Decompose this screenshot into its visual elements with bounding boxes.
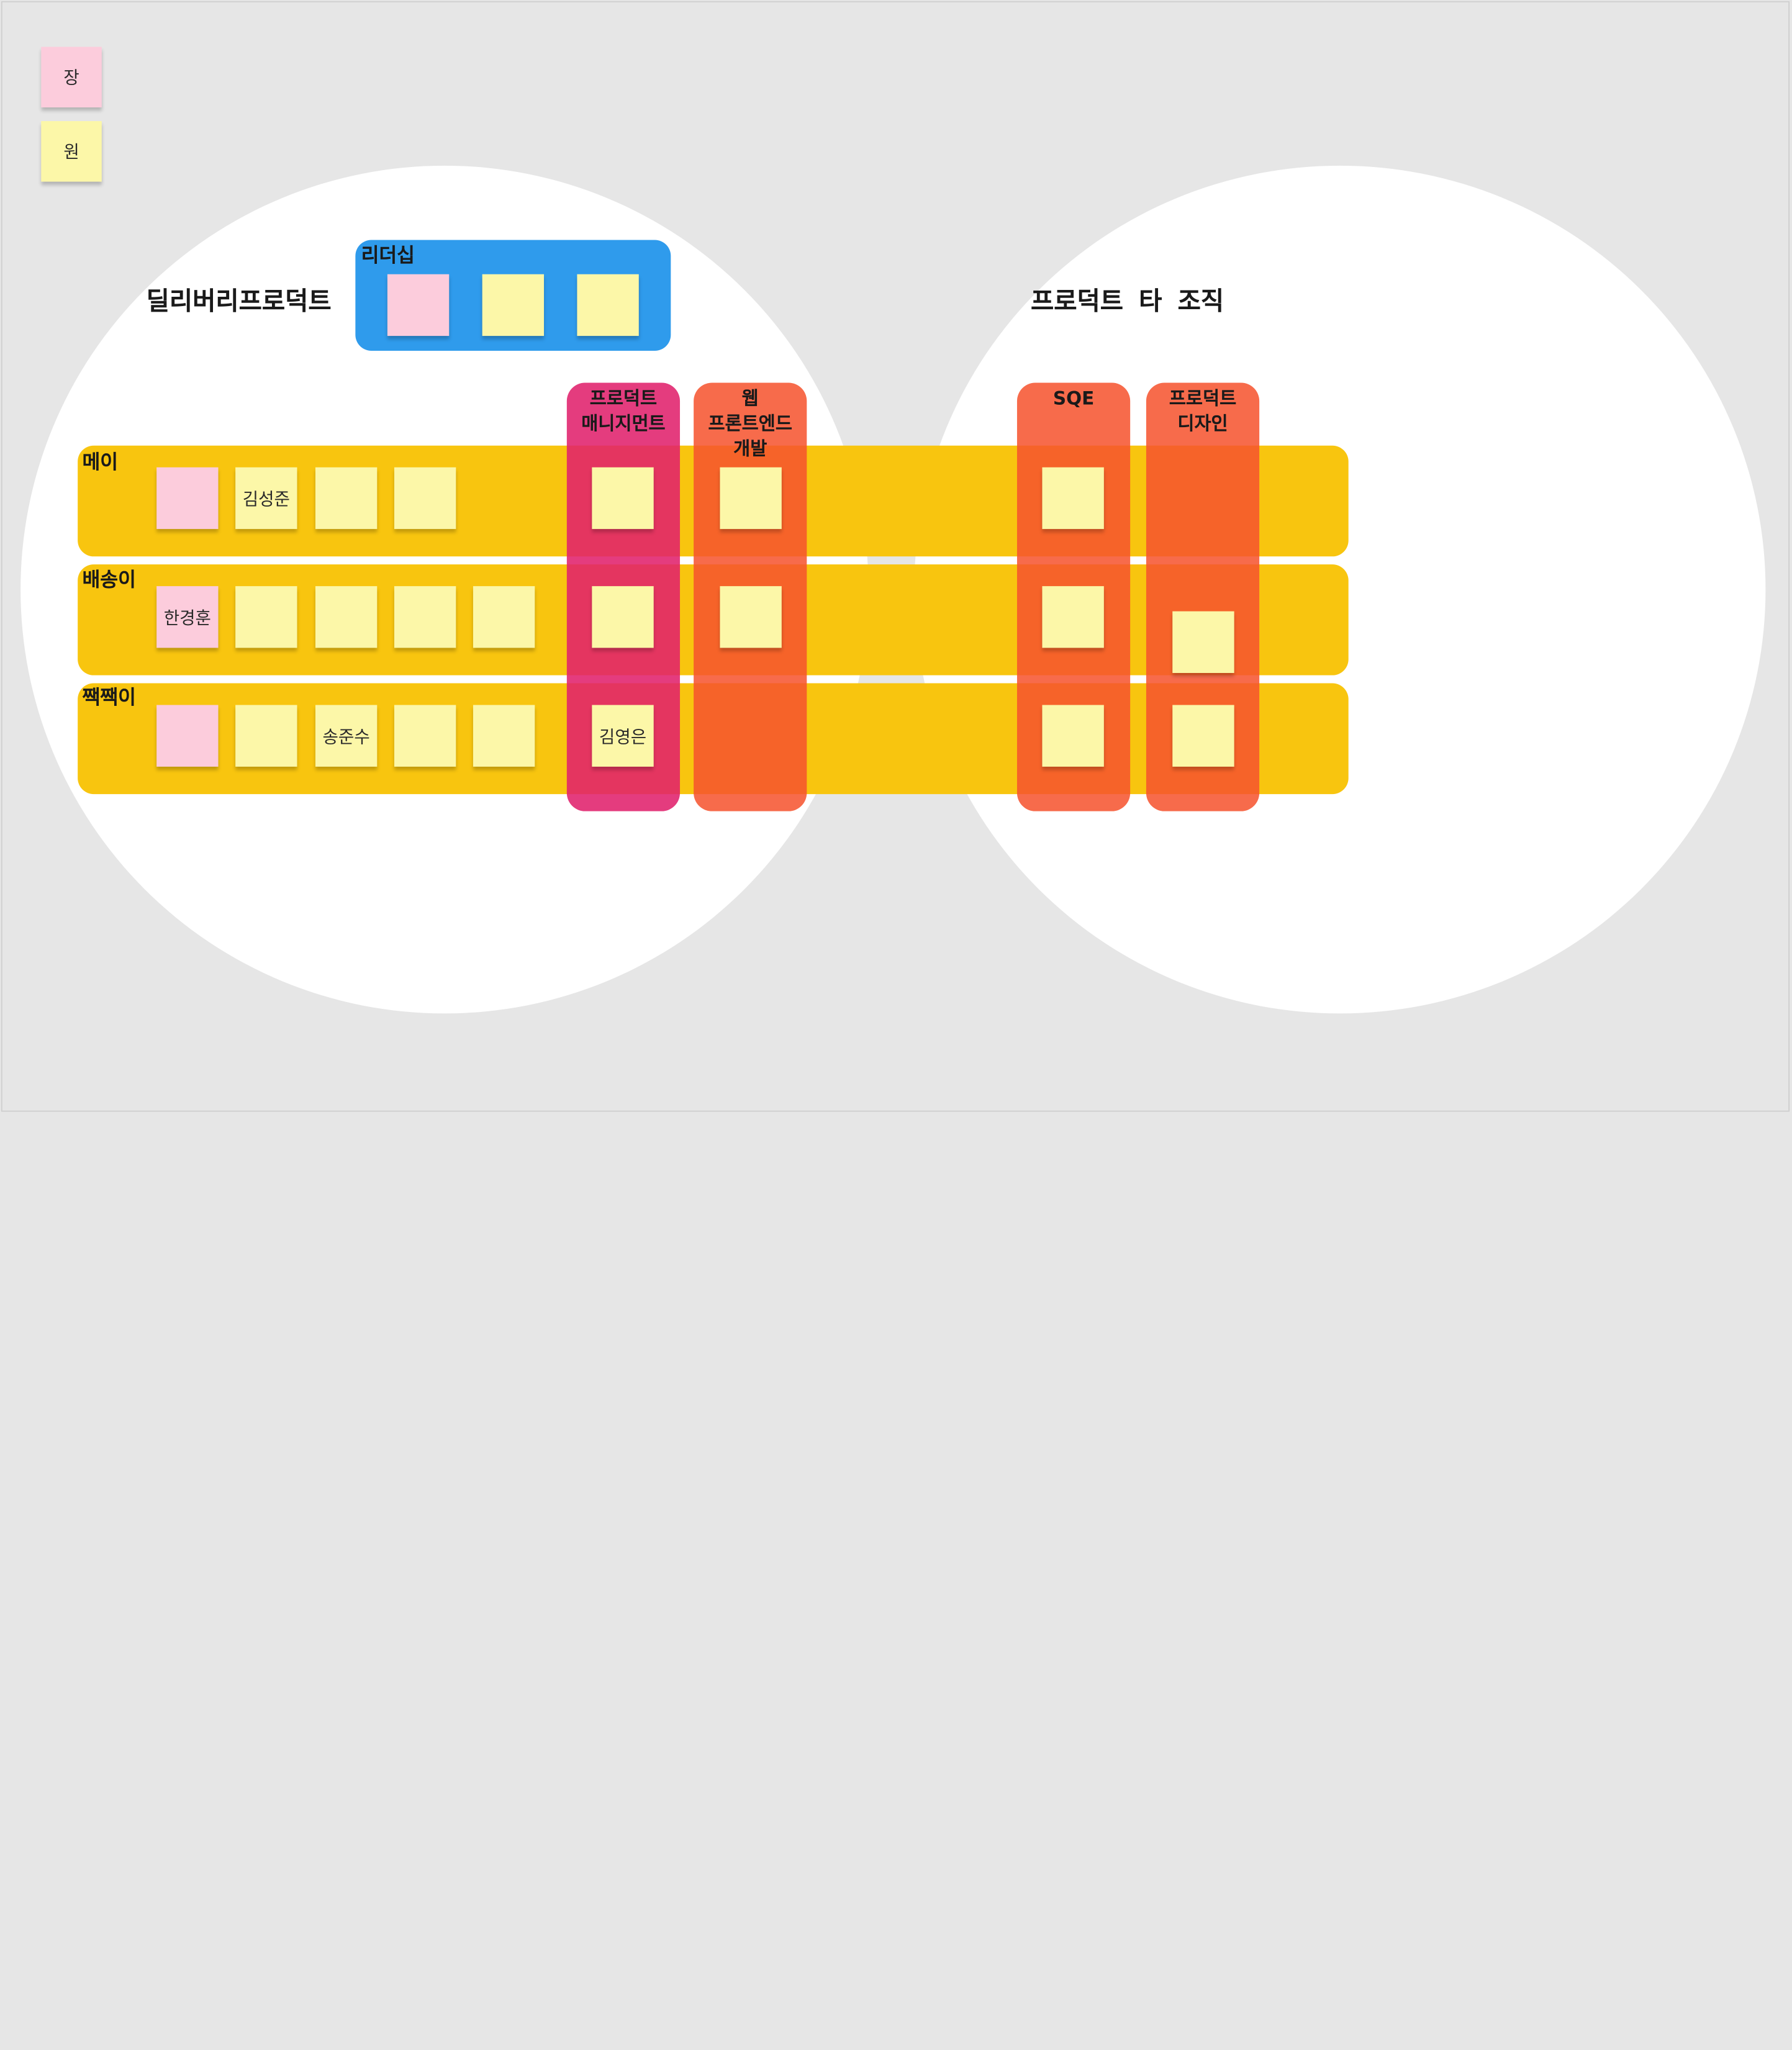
member-sticky[interactable] bbox=[394, 467, 456, 530]
member-sticky[interactable] bbox=[235, 705, 297, 767]
sqe-sticky[interactable] bbox=[1042, 586, 1104, 648]
leadership-sticky[interactable] bbox=[577, 274, 639, 336]
pm-sticky[interactable] bbox=[592, 467, 654, 530]
member-sticky[interactable] bbox=[235, 586, 297, 648]
delivery-product-title: 딜리버리프로덕트 bbox=[146, 287, 332, 317]
legend-member-label: 원 bbox=[63, 142, 79, 163]
member-sticky[interactable] bbox=[473, 586, 535, 648]
member-sticky[interactable] bbox=[315, 586, 378, 648]
member-sticky[interactable] bbox=[315, 467, 378, 530]
member-sticky[interactable]: 한경훈 bbox=[156, 586, 219, 648]
column-label-sqe: SQE bbox=[1052, 387, 1095, 409]
member-name: 송준수 bbox=[322, 726, 370, 747]
legend-lead-sticky[interactable]: 장 bbox=[41, 47, 102, 107]
lane-label-mei: 메이 bbox=[82, 451, 119, 474]
legend-member-sticky[interactable]: 원 bbox=[41, 121, 102, 182]
frontend-sticky[interactable] bbox=[720, 586, 782, 648]
member-name: 한경훈 bbox=[163, 607, 211, 628]
member-sticky[interactable] bbox=[156, 467, 219, 530]
pm-sticky[interactable]: 김영은 bbox=[592, 705, 654, 767]
member-sticky[interactable]: 김성준 bbox=[235, 467, 297, 530]
leadership-sticky[interactable] bbox=[482, 274, 545, 336]
leadership-label: 리더십 bbox=[361, 244, 415, 268]
lane-label-jjaekjjaegi: 짹짹이 bbox=[82, 687, 136, 710]
member-sticky[interactable] bbox=[156, 705, 219, 767]
other-org-title: 프로덕트 타 조직 bbox=[1031, 287, 1224, 317]
member-name: 김성준 bbox=[242, 488, 290, 509]
column-label-product-design: 프로덕트 디자인 bbox=[1169, 387, 1237, 435]
frontend-sticky[interactable] bbox=[720, 467, 782, 530]
member-name: 김영은 bbox=[599, 726, 647, 747]
column-label-product-management: 프로덕트 매니지먼트 bbox=[581, 387, 666, 435]
column-label-web-frontend: 웹 프론트엔드 개발 bbox=[708, 387, 792, 459]
sqe-sticky[interactable] bbox=[1042, 467, 1104, 530]
sqe-sticky[interactable] bbox=[1042, 705, 1104, 767]
member-sticky[interactable] bbox=[473, 705, 535, 767]
member-sticky[interactable] bbox=[394, 586, 456, 648]
board-frame bbox=[1, 1, 1790, 1112]
leadership-sticky[interactable] bbox=[387, 274, 450, 336]
design-sticky[interactable] bbox=[1172, 705, 1234, 767]
legend-lead-label: 장 bbox=[63, 67, 79, 88]
pm-sticky[interactable] bbox=[592, 586, 654, 648]
design-sticky[interactable] bbox=[1172, 611, 1234, 673]
lane-label-baesongi: 배송이 bbox=[82, 569, 136, 592]
member-sticky[interactable] bbox=[394, 705, 456, 767]
member-sticky[interactable]: 송준수 bbox=[315, 705, 378, 767]
